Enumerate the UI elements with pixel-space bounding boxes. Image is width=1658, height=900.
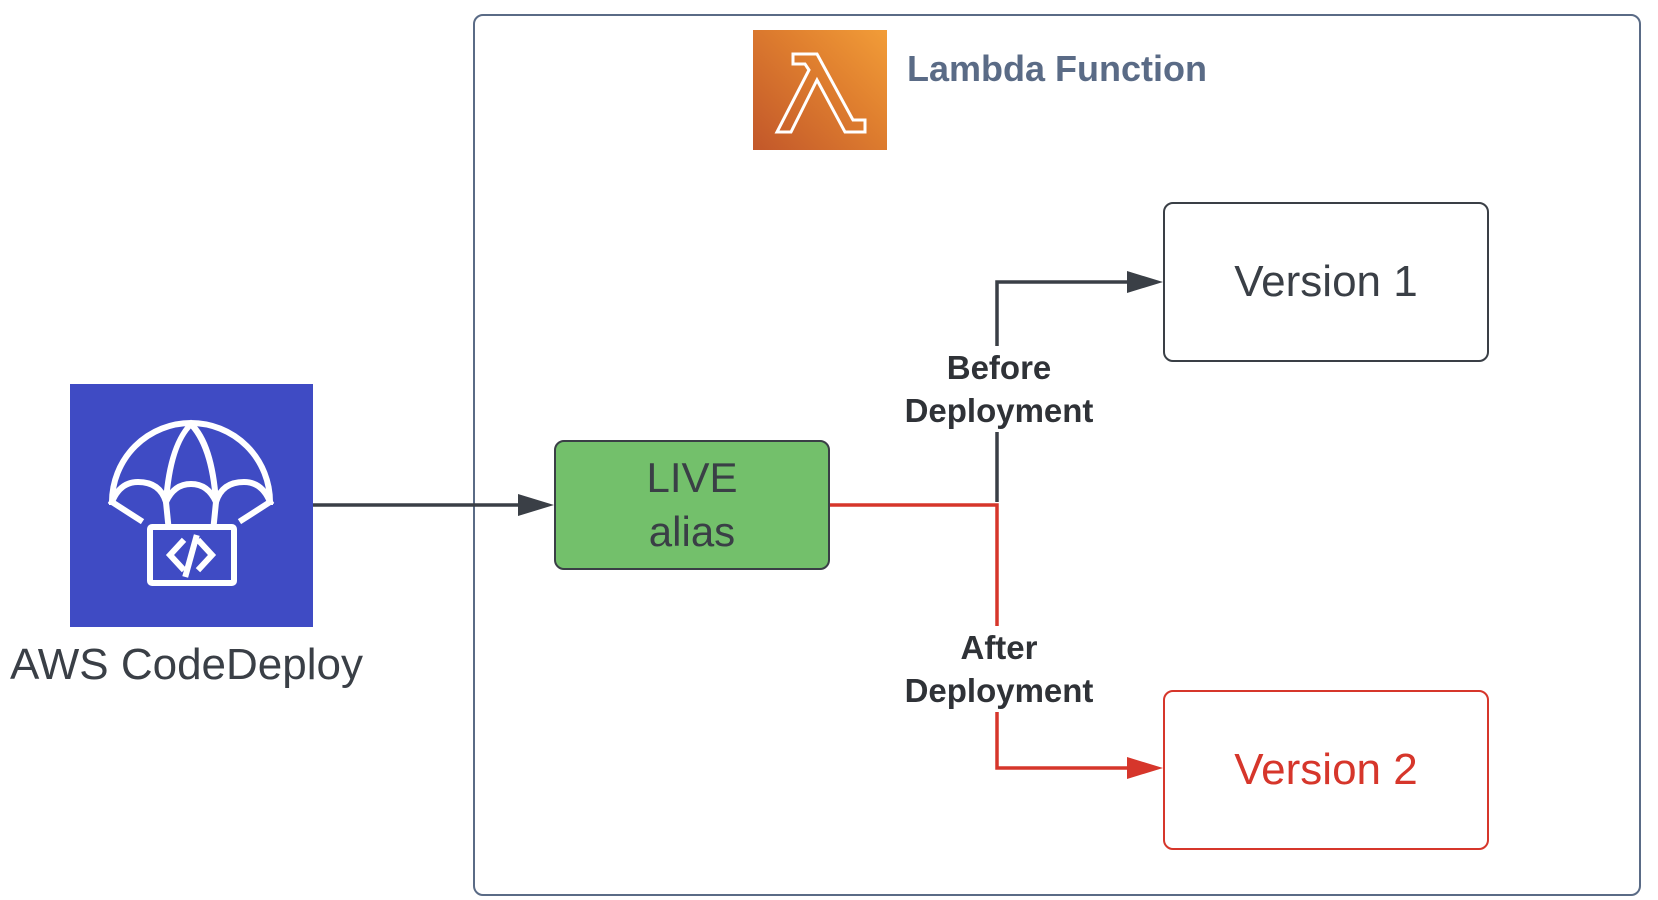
lambda-function-container (473, 14, 1641, 896)
lambda-icon (753, 30, 887, 150)
before-deployment-label: Before Deployment (892, 346, 1106, 432)
codedeploy-parachute-code-icon[interactable] (70, 384, 313, 627)
after-label-line1: After (960, 629, 1038, 666)
lambda-function-title: Lambda Function (907, 48, 1207, 89)
after-label-line2: Deployment (904, 672, 1094, 709)
live-alias-line1: LIVE (646, 454, 738, 501)
version-1-node[interactable]: Version 1 (1163, 202, 1489, 362)
arrowhead (518, 494, 554, 516)
live-alias-node[interactable]: LIVE alias (554, 440, 830, 570)
arrowhead (1127, 271, 1163, 293)
before-label-line2: Deployment (904, 392, 1094, 429)
arrowhead (1127, 757, 1163, 779)
codedeploy-to-live-edge (313, 494, 554, 516)
before-label-line1: Before (946, 349, 1052, 386)
version-1-label: Version 1 (1234, 257, 1418, 306)
codedeploy-label: AWS CodeDeploy (10, 640, 363, 689)
version-2-node[interactable]: Version 2 (1163, 690, 1489, 850)
after-deployment-label: After Deployment (892, 626, 1106, 712)
live-alias-line2: alias (648, 508, 736, 555)
version-2-label: Version 2 (1234, 745, 1418, 794)
